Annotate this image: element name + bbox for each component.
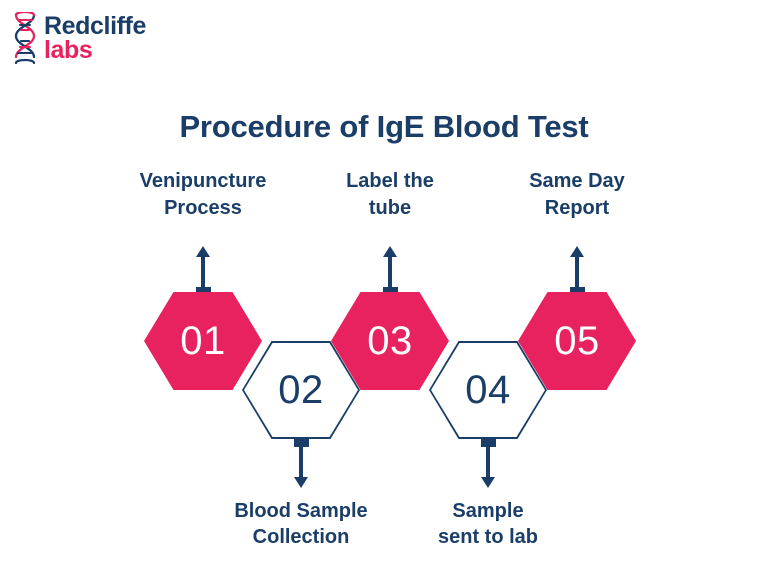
hexagon-01[interactable]: 01 [144, 292, 262, 390]
arrow-head [383, 246, 397, 257]
step-label-line2: sent to lab [437, 526, 538, 549]
step-label-line1: Venipuncture [139, 170, 267, 193]
arrow-up-icon [195, 246, 211, 302]
hexagon-fill: 01 [146, 294, 260, 388]
brand-name-bottom: labs [44, 36, 93, 64]
step-label-line2: Report [544, 196, 610, 219]
arrow-stem [201, 257, 205, 287]
step-label-line1: Same Day [529, 170, 625, 193]
arrow-up-icon [569, 246, 585, 302]
step-label-line2: tube [368, 196, 412, 219]
arrow-up-icon [382, 246, 398, 302]
arrow-head [481, 477, 495, 488]
page-title: Procedure of IgE Blood Test [179, 108, 589, 144]
arrow-head [294, 477, 308, 488]
arrow-down-icon [293, 432, 309, 488]
arrow-stem [388, 257, 392, 287]
step-number: 01 [180, 318, 226, 363]
arrow-stem [575, 257, 579, 287]
arrow-head [570, 246, 584, 257]
brand-logo[interactable]: Redcliffe labs [10, 10, 146, 66]
step-label-line2: Collection [252, 526, 350, 549]
step-number: 05 [554, 318, 600, 363]
step-label-04: Sample sent to lab [373, 498, 603, 551]
arrow-stem [486, 447, 490, 477]
step-number: 02 [278, 367, 324, 412]
arrow-down-icon [480, 432, 496, 488]
step-number: 04 [465, 367, 511, 412]
brand-wordmark: Redcliffe labs [44, 12, 146, 64]
arrow-head [196, 246, 210, 257]
arrow-stem [299, 447, 303, 477]
step-label-line1: Blood Sample [234, 500, 368, 522]
step-label-03: Label the tube [275, 168, 505, 221]
step-label-line1: Sample [452, 500, 524, 522]
step-label-line1: Label the [346, 170, 434, 193]
step-number: 03 [367, 318, 413, 363]
step-label-line2: Process [164, 196, 242, 219]
dna-helix-icon [10, 10, 40, 66]
hexagon-05[interactable]: 05 [518, 292, 636, 390]
brand-name-top: Redcliffe [44, 12, 146, 41]
